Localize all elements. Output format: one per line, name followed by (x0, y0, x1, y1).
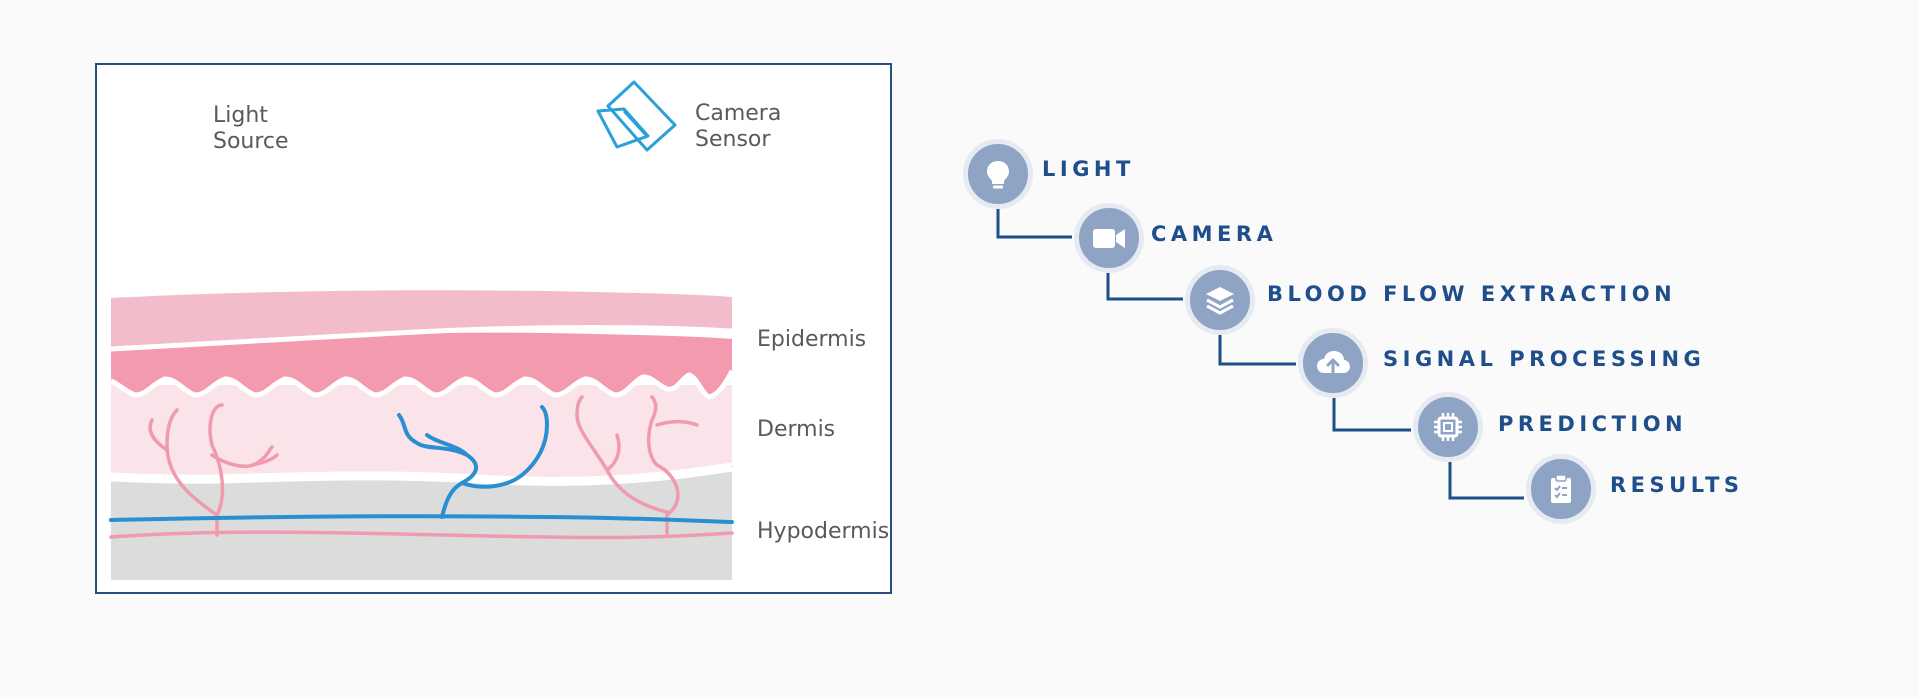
skin-diagram-panel: Light Source Camera Sensor Epidermis Der… (95, 63, 892, 594)
cloud-upload-icon (1317, 351, 1350, 374)
connector-1 (996, 202, 1072, 239)
step-signal-circle (1298, 328, 1368, 398)
step-results-circle (1526, 454, 1596, 524)
layers-icon (1206, 287, 1234, 315)
capillaries (109, 395, 734, 540)
skin-cross-section (109, 80, 735, 580)
connector-4 (1332, 393, 1411, 432)
step-camera-label: CAMERA (1151, 222, 1278, 246)
step-light-label: LIGHT (1042, 157, 1135, 181)
skin-surface-boundary (110, 325, 733, 352)
connector-5 (1448, 462, 1524, 500)
step-light-circle (963, 139, 1033, 209)
dermis-label: Dermis (757, 417, 836, 442)
epidermis-boundary (110, 369, 735, 400)
step-camera-circle (1074, 203, 1144, 273)
video-camera-icon (1093, 229, 1125, 248)
step-blood-flow-label: BLOOD FLOW EXTRACTION (1267, 282, 1677, 306)
chip-icon (1434, 413, 1462, 441)
epidermis-label: Epidermis (757, 327, 867, 352)
connector-2 (1106, 268, 1183, 301)
camera-sensor-label: Camera Sensor (695, 101, 782, 152)
step-results-label: RESULTS (1610, 473, 1744, 497)
step-blood-flow-circle (1185, 265, 1255, 335)
skin-surface-layer (111, 290, 732, 349)
step-signal-label: SIGNAL PROCESSING (1383, 347, 1706, 371)
step-prediction-circle (1413, 392, 1483, 462)
lightbulb-icon (987, 161, 1009, 189)
light-source-label: Light Source (213, 103, 289, 154)
veins (109, 405, 734, 524)
hypodermis-fill (111, 475, 732, 580)
connector-3 (1218, 330, 1296, 366)
hypodermis-label: Hypodermis (757, 519, 890, 544)
clipboard-check-icon (1551, 474, 1571, 503)
camera-sensor-icon (596, 80, 677, 152)
step-prediction-label: PREDICTION (1498, 412, 1688, 436)
